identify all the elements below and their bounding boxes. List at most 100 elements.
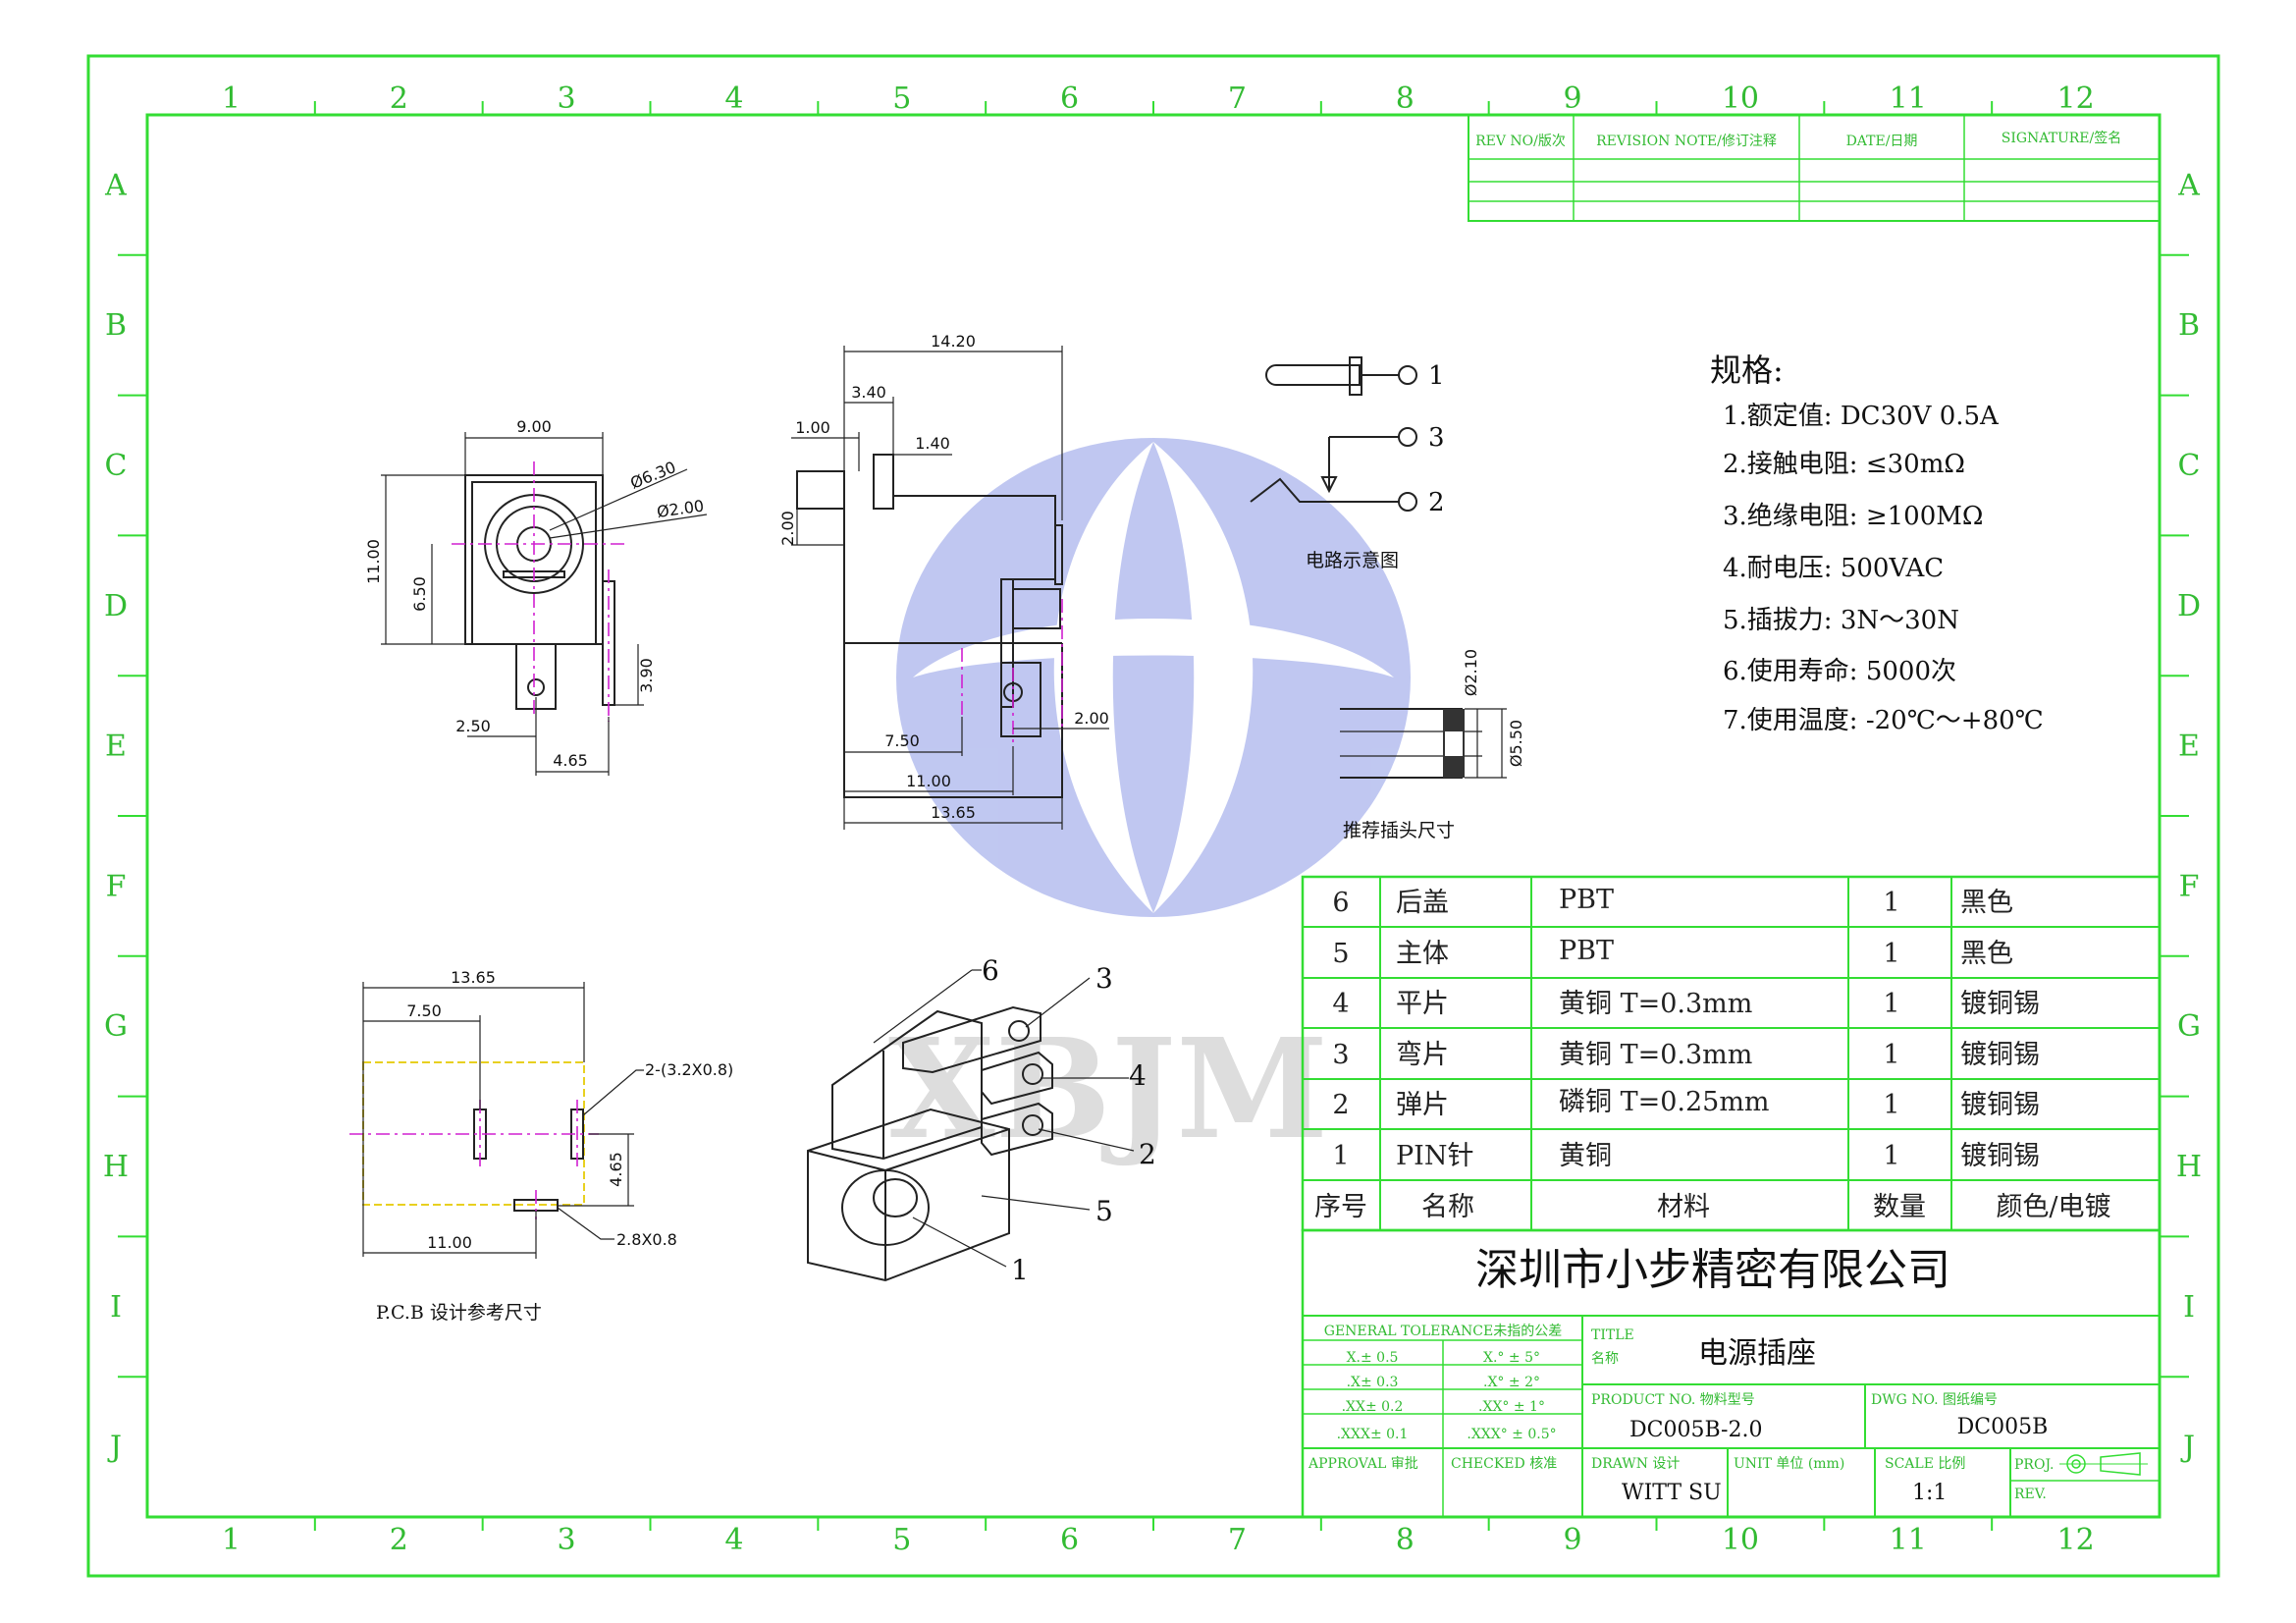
row-label-left: G [104,1009,128,1044]
tolerance-angular: .XXX° ± 0.5° [1467,1427,1556,1442]
column-label-top: 5 [892,81,911,116]
plug-caption: 推荐插头尺寸 [1343,820,1455,841]
row-label-right: D [2177,589,2201,623]
row-label-right: C [2178,449,2201,483]
side-d100-dim: 1.00 [795,418,830,437]
isometric-view: 6 3 4 2 5 1 [807,954,1156,1286]
rev-no-header: REV NO/版次 [1475,134,1566,149]
bom-name: PIN针 [1396,1141,1473,1171]
front-height-dim: 11.00 [364,539,383,584]
side-d140-dim: 1.40 [915,434,950,453]
bom-no: 5 [1332,939,1349,969]
iso-label-2: 2 [1139,1138,1156,1170]
column-label-top: 1 [222,81,240,116]
row-label-right: J [2180,1431,2195,1465]
plug-d210-dim: Ø2.10 [1462,649,1480,696]
watermark-text: XBJM [888,1009,1328,1170]
title-label: TITLE [1591,1327,1634,1343]
pcb-d465-dim: 4.65 [607,1152,625,1187]
row-label-right: E [2178,730,2200,764]
pcb-d750-dim: 7.50 [406,1001,442,1020]
bom-no: 1 [1332,1141,1349,1171]
bom-material: PBT [1559,936,1614,966]
bom-qty: 1 [1883,1090,1899,1120]
front-pin-x1-dim: 2.50 [455,717,491,735]
column-label-bottom: 4 [724,1523,743,1557]
rev-label: REV. [2014,1487,2047,1502]
bom-header-no: 序号 [1314,1192,1367,1222]
pcb-d1365-dim: 13.65 [451,968,496,987]
title-label-cn: 名称 [1591,1351,1619,1367]
dwg-no-label: DWG NO. 图纸编号 [1871,1392,1998,1408]
column-label-bottom: 9 [1564,1523,1582,1557]
spec-item-7: 7.使用温度: -20℃～+80℃ [1723,706,2044,735]
row-label-left: E [105,730,127,764]
bom-header-name: 名称 [1421,1192,1474,1222]
row-label-right: F [2179,869,2200,903]
revision-table: REV NO/版次 REVISION NOTE/修订注释 DATE/日期 SIG… [1468,114,2161,222]
row-label-left: D [104,589,128,623]
row-label-right: H [2176,1150,2202,1184]
bom-qty: 1 [1883,1141,1899,1171]
iso-label-3: 3 [1095,962,1113,995]
column-label-bottom: 8 [1396,1523,1415,1557]
tolerance-angular: .X° ± 2° [1483,1375,1540,1390]
column-label-top: 8 [1396,81,1415,116]
bom-name: 弹片 [1396,1090,1449,1120]
pcb-caption: P.C.B 设计参考尺寸 [376,1302,542,1324]
row-label-left: F [106,869,127,903]
iso-label-4: 4 [1129,1059,1147,1092]
spec-item-5: 5.插拔力: 3N～30N [1723,606,1959,635]
pcb-pad-callout: 2.8X0.8 [616,1230,677,1249]
row-label-left: I [110,1290,122,1325]
front-pin-x2-dim: 4.65 [553,751,588,770]
front-width-dim: 9.00 [516,417,552,436]
bom-finish: 黑色 [1960,888,2013,918]
column-label-bottom: 5 [892,1523,911,1557]
row-label-right: G [2177,1009,2201,1044]
bom-material: PBT [1559,885,1614,915]
bom-name: 平片 [1396,989,1449,1019]
column-label-top: 3 [558,81,576,116]
side-d200h-dim: 2.00 [1074,709,1109,728]
bom-header-material: 材料 [1657,1192,1710,1222]
side-d1100-dim: 11.00 [906,772,951,790]
circuit-pin-2: 2 [1428,488,1445,517]
tolerance-linear: .X± 0.3 [1347,1375,1399,1390]
company-name: 深圳市小步精密有限公司 [1475,1245,1950,1295]
bom-qty: 1 [1883,888,1899,918]
tolerance-title: GENERAL TOLERANCE未指的公差 [1324,1324,1562,1339]
title-block: 深圳市小步精密有限公司 GENERAL TOLERANCE未指的公差 X.± 0… [1301,1228,2162,1519]
bom-material: 黄铜 [1559,1141,1612,1171]
row-label-left: J [107,1431,122,1465]
front-pin-length-dim: 3.90 [637,658,656,693]
scale-value: 1:1 [1912,1481,1947,1505]
dwg-no: DC005B [1957,1415,2049,1439]
circuit-pin-1: 1 [1428,361,1445,391]
pcb-d1100-dim: 11.00 [427,1233,472,1252]
column-label-top: 6 [1060,81,1079,116]
front-view: 9.00 11.00 6.50 3.90 2.50 4.65 Ø6.30 Ø2.… [364,417,708,776]
specs-title: 规格: [1710,352,1784,389]
iso-label-1: 1 [1011,1254,1029,1286]
pcb-slot-callout: 2-(3.2X0.8) [645,1060,733,1079]
tolerance-linear: X.± 0.5 [1347,1350,1399,1366]
specs: 规格: 1.额定值: DC30V 0.5A 2.接触电阻: ≤30mΩ 3.绝缘… [1710,352,2044,735]
bom-name: 弯片 [1396,1040,1449,1070]
side-d1365-dim: 13.65 [931,803,976,822]
bom-no: 3 [1332,1040,1349,1070]
drawn-label: DRAWN 设计 [1591,1456,1680,1472]
column-label-bottom: 11 [1890,1523,1927,1557]
row-label-left: A [104,168,127,202]
column-label-bottom: 7 [1228,1523,1247,1557]
spec-item-6: 6.使用寿命: 5000次 [1723,657,1956,686]
column-label-bottom: 2 [390,1523,408,1557]
bom-header-finish: 颜色/电镀 [1996,1192,2110,1222]
column-label-top: 9 [1564,81,1582,116]
bom-material: 磷铜 T=0.25mm [1559,1087,1770,1117]
side-d340-dim: 3.40 [851,383,886,402]
checked-label: CHECKED 核准 [1451,1456,1557,1472]
recommended-plug: Ø2.10 Ø5.50 推荐插头尺寸 [1340,649,1525,841]
